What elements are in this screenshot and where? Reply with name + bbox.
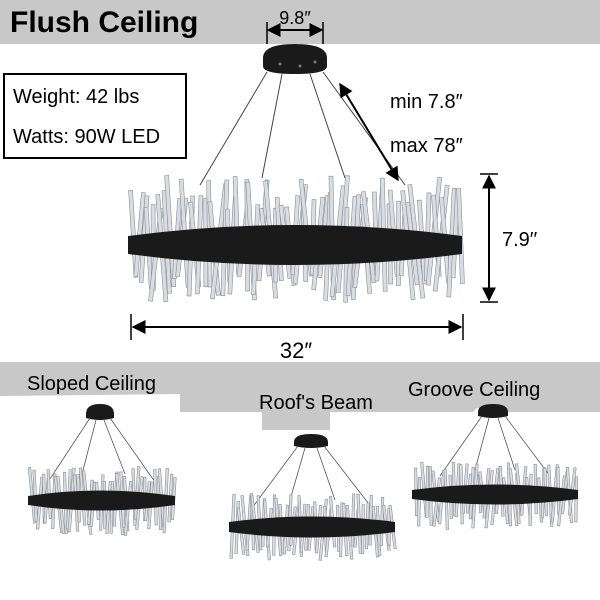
chain-max-label: max 78″ (390, 135, 463, 157)
canopy-width-label: 9.8″ (279, 8, 311, 28)
chain-min-label: min 7.8″ (390, 91, 463, 113)
main-ring (128, 225, 462, 265)
weight-spec: Weight: 42 lbs (13, 86, 139, 108)
fixture-diameter-label: 32″ (280, 338, 312, 363)
watts-spec: Watts: 90W LED (13, 126, 160, 148)
sloped-ceiling-label: Sloped Ceiling (27, 373, 156, 395)
sloped-chandelier (27, 404, 177, 536)
beam-chandelier (229, 434, 397, 561)
fixture-height-label: 7.9′′ (502, 229, 538, 251)
crystal-strip (417, 477, 422, 527)
suspension-wires (199, 71, 406, 186)
groove-chandelier (412, 404, 579, 530)
crystal-strip (574, 476, 579, 523)
roofs-beam-label: Roof's Beam (259, 392, 373, 414)
lower-ceiling-band (0, 362, 600, 430)
groove-ceiling-label: Groove Ceiling (408, 379, 540, 401)
spec-box (3, 73, 187, 159)
chain-length-arrow (339, 82, 399, 182)
main-chandelier (128, 175, 465, 303)
page-title: Flush Ceiling (10, 6, 198, 39)
top-canopy (263, 44, 327, 74)
